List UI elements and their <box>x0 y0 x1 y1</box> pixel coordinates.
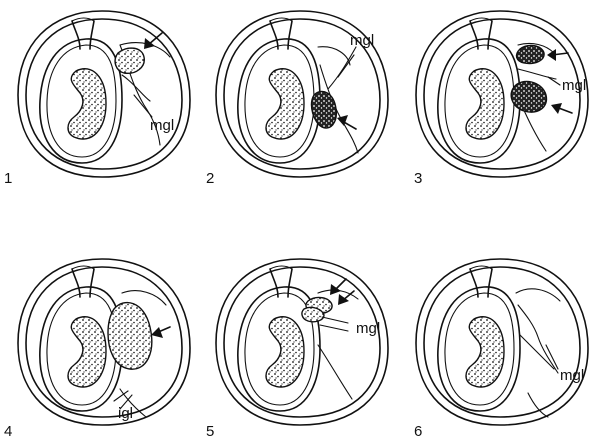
panel-number: 6 <box>414 423 422 440</box>
panel-5: mgl 5 <box>206 258 389 440</box>
label-mgl: mgl <box>562 77 586 94</box>
label-mgl: mgl <box>560 367 584 384</box>
arrow-indicator-icon <box>551 103 573 114</box>
panel-2: mgl 2 <box>206 10 389 187</box>
panel-number: 3 <box>414 170 422 187</box>
label-igl: igl <box>118 405 133 422</box>
panel-3: mgl 3 <box>414 10 589 187</box>
panel-number: 5 <box>206 423 214 440</box>
arrow-indicator-icon <box>547 49 569 61</box>
panel-6: mgl 6 <box>414 258 589 440</box>
arrow-indicator-icon <box>330 278 347 295</box>
arrow-indicator-icon <box>337 115 357 130</box>
panel-number: 1 <box>4 170 12 187</box>
label-mgl: mgl <box>150 117 174 134</box>
panel-4: igl 4 <box>4 258 191 440</box>
label-mgl: mgl <box>350 32 374 49</box>
panel-1: mgl 1 <box>4 10 191 187</box>
arrow-indicator-icon <box>151 326 171 338</box>
arrow-indicator-icon <box>144 32 163 49</box>
panel-number: 4 <box>4 423 12 440</box>
arrow-indicator-icon <box>338 290 355 305</box>
panel-number: 2 <box>206 170 214 187</box>
label-mgl: mgl <box>356 320 380 337</box>
